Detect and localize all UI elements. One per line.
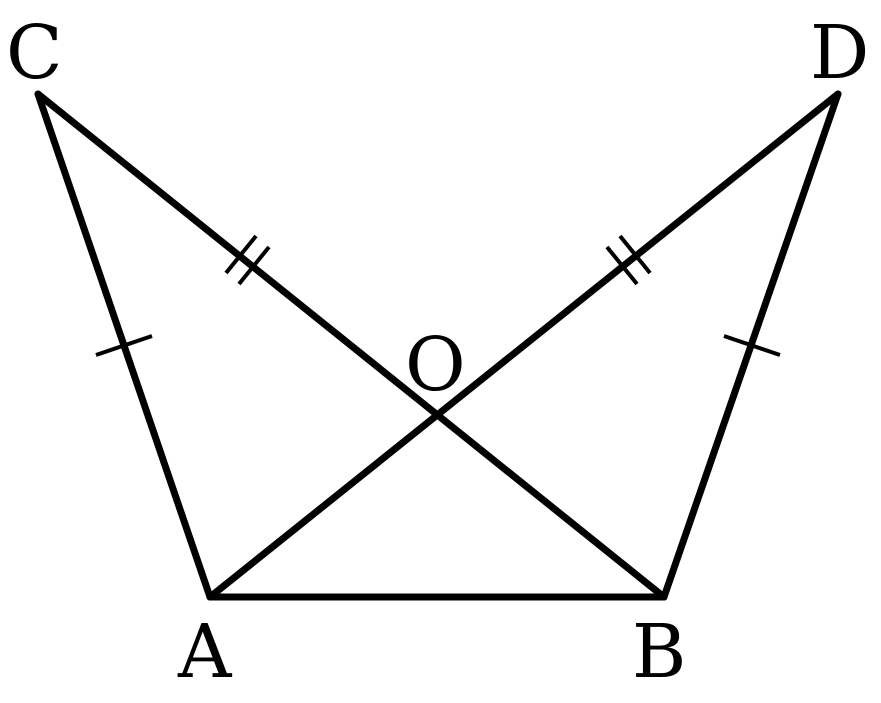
point-label-b: B: [632, 609, 686, 695]
double-tick-mark-co-2: [237, 245, 271, 286]
double-tick-mark-do-1: [605, 245, 639, 286]
segment-da: [206, 90, 842, 601]
segment-cb: [34, 90, 668, 601]
tick-mark-ac: [95, 334, 153, 357]
point-label-a: A: [177, 609, 233, 695]
double-tick-mark-do-2: [618, 234, 652, 275]
point-label-d: D: [810, 10, 869, 96]
double-tick-mark-co-1: [224, 234, 258, 275]
point-label-o: O: [405, 322, 466, 408]
point-label-c: C: [6, 10, 63, 96]
tick-mark-bd: [723, 334, 781, 357]
